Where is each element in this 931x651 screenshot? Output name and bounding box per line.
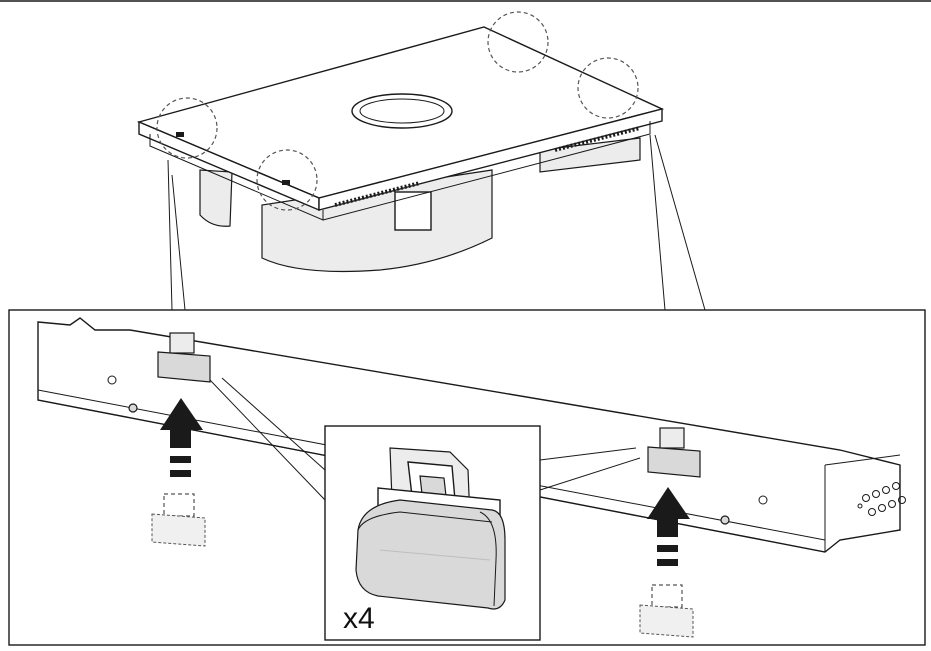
zoom-leader-3 [539,447,637,461]
hob-frame-left [149,134,324,221]
rail-hole-2 [758,495,768,505]
clip-location-marker-1 [487,11,549,73]
leader-right-1 [649,134,666,311]
rail-side-holes [857,482,906,516]
hob-frame-right [322,121,651,221]
hob-connector [394,191,432,231]
leader-left-2 [171,174,186,311]
loose-clip-left [151,493,206,547]
insert-arrow-left [160,398,203,477]
clip-mark-2 [282,180,290,185]
hob-fan-housing [261,169,493,273]
insert-arrow-right [647,487,690,566]
hob-side-box [199,169,233,227]
quantity-label: x4 [343,602,375,635]
hob-vents [334,126,641,207]
clip-location-marker-4 [256,149,318,211]
clip-zoom-illustration [355,447,506,610]
zoom-leader-1 [209,379,326,501]
rail-screw-1 [128,403,138,413]
rail-screw-2 [720,515,730,525]
leader-right-2 [654,134,706,311]
mounted-clip-left [157,332,211,383]
hob-overview [136,11,665,273]
leader-left-1 [167,159,173,311]
detail-box [8,309,926,646]
clip-mark-1 [176,132,184,137]
hob-rear-box [539,137,641,173]
clip-location-marker-2 [577,57,639,119]
zoom-leader-2 [221,377,326,471]
loose-clip-right [639,584,694,638]
clip-location-marker-3 [156,97,218,159]
rail-hole-1 [107,375,117,385]
hob-right-edge [318,108,663,211]
cooking-zone-ring-inner [359,98,445,124]
mounted-clip-right [647,427,701,478]
zoom-leader-4 [539,457,641,491]
cooking-zone-ring-outer [351,93,453,129]
